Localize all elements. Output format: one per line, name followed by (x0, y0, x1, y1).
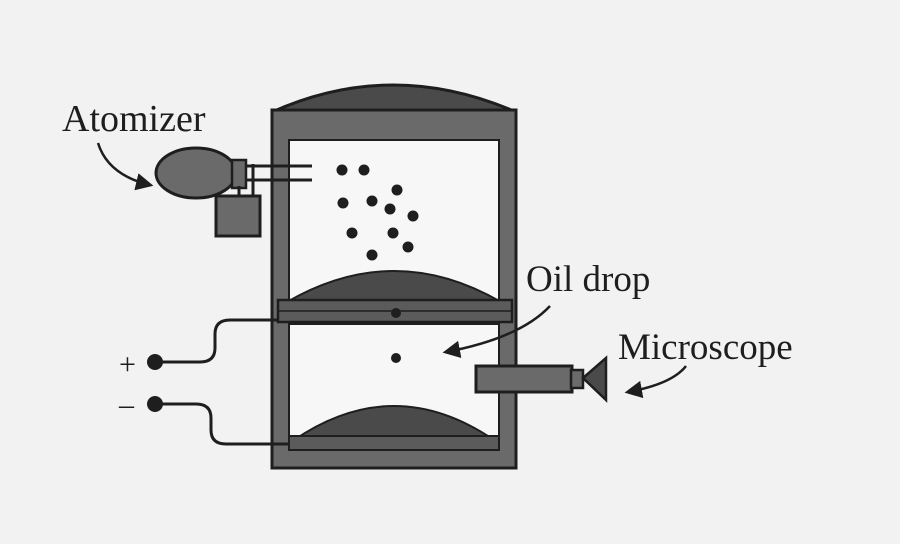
apparatus (270, 83, 518, 470)
plate-pinhole (391, 308, 401, 318)
lower-plate-dome (290, 405, 498, 441)
droplet (402, 241, 414, 253)
droplet (337, 197, 349, 209)
microscope-tube (474, 364, 574, 394)
atomizer-arrow (96, 142, 154, 191)
droplet (391, 184, 403, 196)
droplet (336, 164, 348, 176)
microscope (474, 355, 608, 403)
top-dome (271, 83, 517, 114)
atomizer-bulb (154, 146, 238, 200)
atomizer-label: Atomizer (62, 98, 206, 140)
positive-terminal (147, 354, 163, 370)
droplet (384, 203, 396, 215)
negative-sign: – (118, 388, 135, 421)
positive-sign: + (119, 348, 136, 381)
oil-droplets (336, 164, 419, 261)
microscope-label: Microscope (618, 327, 793, 368)
microscope-eyepiece (581, 355, 608, 403)
droplet (366, 195, 378, 207)
oil-drop (391, 353, 401, 363)
electrical-circuit (157, 318, 289, 446)
lower-plate (288, 435, 500, 451)
microscope-collar (569, 368, 585, 390)
oil-drop-label: Oil drop (526, 259, 650, 300)
atomizer-neck (230, 158, 248, 190)
microscope-arrow (624, 365, 687, 399)
atomizer (154, 146, 312, 238)
droplet (358, 164, 370, 176)
droplet (366, 249, 378, 261)
droplet (387, 227, 399, 239)
upper-plate-dome (283, 270, 505, 303)
droplet (407, 210, 419, 222)
oil-drop-arrow (442, 305, 551, 358)
atomizer-reservoir (214, 194, 262, 238)
negative-terminal (147, 396, 163, 412)
droplet (346, 227, 358, 239)
negative-wire (157, 402, 289, 446)
positive-wire (157, 318, 278, 364)
